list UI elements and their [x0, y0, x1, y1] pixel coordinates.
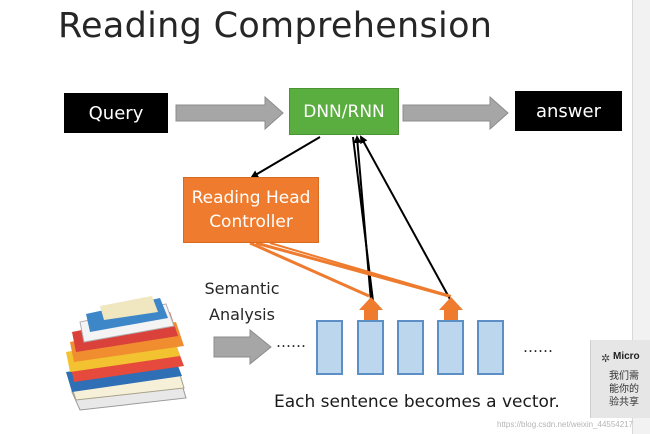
sentence-vector-2 [357, 320, 384, 375]
sentence-vector-4 [437, 320, 464, 375]
reader-to-vector4-line-b [269, 242, 452, 297]
gear-icon: ✲ [601, 353, 611, 365]
dnn-to-answer-arrow [402, 95, 509, 131]
query-box: Query [64, 93, 168, 133]
reader-to-vector4-line [255, 241, 450, 298]
answer-box: answer [515, 91, 622, 131]
dnn-to-reader-arrow [250, 136, 321, 179]
semantic-arrow [213, 328, 272, 366]
ellipsis-left: …… [276, 333, 306, 351]
window-edge [632, 0, 650, 434]
semantic-label-line1: Semantic [204, 279, 280, 298]
vector2-to-dnn-arrow-b [352, 136, 374, 302]
vector4-attention-arrow [439, 297, 463, 320]
slide-title: Reading Comprehension [58, 6, 493, 46]
semantic-analysis-label: Semantic Analysis [196, 276, 288, 328]
reading-head-controller-box: Reading Head Controller [183, 177, 319, 243]
document-stack-icon [66, 296, 187, 411]
sentence-vector-5 [477, 320, 504, 375]
vector4-to-dnn-arrow [360, 135, 452, 302]
reader-to-vector2-line [249, 241, 370, 298]
popup-line-2: 能你的 [609, 384, 639, 395]
dnn-rnn-box: DNN/RNN [289, 88, 399, 135]
query-to-dnn-arrow [175, 95, 284, 131]
popup-line-3: 验共享 [609, 397, 639, 408]
slide: Reading Comprehension [58, 6, 622, 412]
diagram-connectors [66, 95, 509, 411]
vector2-attention-arrow [359, 297, 383, 320]
watermark: https://blog.csdn.net/weixin_44554217 [497, 420, 634, 429]
reader-label-line2: Controller [209, 212, 293, 232]
reader-label-line1: Reading Head [191, 188, 311, 208]
caption: Each sentence becomes a vector. [274, 392, 560, 412]
semantic-label-line2: Analysis [209, 305, 275, 324]
sentence-vector-1 [316, 320, 343, 375]
notification-popup[interactable]: ✲ Micro 我们需 能你的 验共享 [590, 340, 650, 418]
popup-title: Micro [613, 351, 640, 362]
sentence-vector-3 [397, 320, 424, 375]
popup-line-1: 我们需 [609, 371, 639, 382]
ellipsis-right: …… [523, 338, 553, 356]
